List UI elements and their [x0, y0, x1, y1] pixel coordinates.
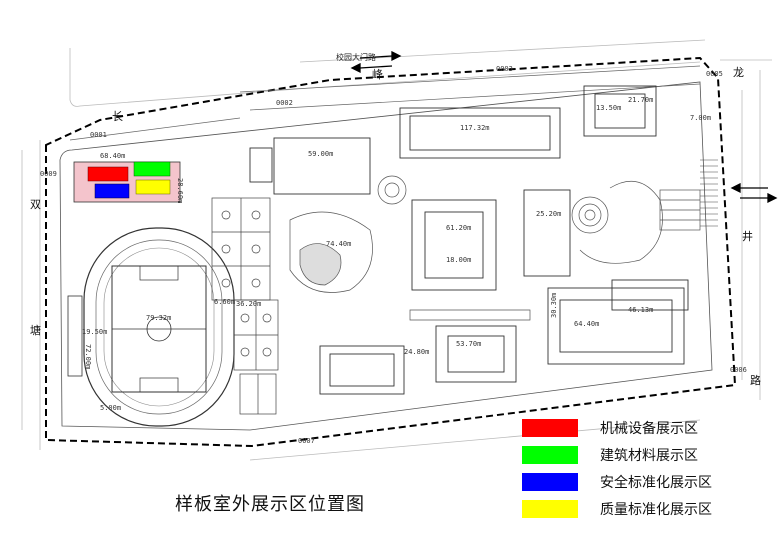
- legend-swatch-blue: [522, 472, 578, 491]
- code-0002: 0002: [276, 99, 293, 107]
- road-lines: [21, 39, 772, 461]
- dim-19-50: 19.50m: [82, 328, 107, 336]
- legend-label: 质量标准化展示区: [600, 501, 712, 518]
- road-char-chang: 长: [112, 110, 123, 123]
- code-0009: 0009: [40, 170, 57, 178]
- building-center: [411, 199, 497, 291]
- legend-label: 建筑材料展示区: [600, 447, 698, 464]
- dim-18-00: 18.00m: [446, 256, 471, 264]
- legend-item-machinery: 机械设备展示区: [522, 414, 772, 441]
- legend-item-materials: 建筑材料展示区: [522, 441, 772, 468]
- building-north-a: [273, 137, 371, 195]
- code-0007: 0007: [298, 437, 315, 445]
- grandstand: [67, 295, 83, 377]
- dim-79-32: 79.32m: [146, 314, 171, 322]
- legend-swatch-yellow: [522, 499, 578, 518]
- road-char-long: 龙: [733, 66, 744, 79]
- dim-21-70: 21.70m: [628, 96, 653, 104]
- dim-24-80: 24.80m: [404, 348, 429, 356]
- quality-standardization-zone: [135, 179, 171, 195]
- page-title: 样板室外展示区位置图: [175, 494, 365, 515]
- legend-label: 安全标准化展示区: [600, 474, 712, 491]
- road-char-tang: 塘: [30, 323, 41, 337]
- building-north-main: [399, 107, 561, 159]
- legend-item-safety: 安全标准化展示区: [522, 468, 772, 495]
- building-southeast: [547, 287, 685, 365]
- code-0006: 0006: [730, 366, 747, 374]
- legend-item-quality: 质量标准化展示区: [522, 495, 772, 522]
- dim-25-20: 25.20m: [536, 210, 561, 218]
- dim-72-00: 72.00m: [84, 344, 92, 369]
- road-char-feng: 峰: [372, 68, 383, 81]
- safety-standardization-zone: [94, 183, 130, 199]
- dim-68-40: 68.40m: [100, 152, 125, 160]
- dim-13-50: 13.50m: [596, 104, 621, 112]
- entrance-arrows: [350, 50, 778, 204]
- machinery-equipment-zone: [87, 166, 129, 182]
- building-materials-zone: [133, 161, 171, 177]
- dim-36-20: 36.20m: [236, 300, 261, 308]
- dim-59-00: 59.00m: [308, 150, 333, 158]
- legend-swatch-red: [522, 418, 578, 437]
- site-boundary: [45, 56, 737, 448]
- dim-61-20: 61.20m: [446, 224, 471, 232]
- legend-swatch-green: [522, 445, 578, 464]
- building-south-b: [435, 325, 517, 383]
- dim-46-13: 46.13m: [628, 306, 653, 314]
- road-char-shuang: 双: [30, 198, 41, 211]
- dim-7-00: 7.00m: [690, 114, 711, 122]
- building-south-a: [319, 345, 405, 395]
- campus-inner-boundary: [59, 81, 713, 431]
- road-char-jing: 井: [742, 229, 753, 243]
- buildings: [249, 85, 689, 395]
- road-char-lu: 路: [750, 374, 761, 387]
- dim-64-40: 64.40m: [574, 320, 599, 328]
- sports-courts: [211, 197, 279, 415]
- code-0001: 0001: [90, 131, 107, 139]
- roadway-lines: [69, 65, 701, 141]
- code-0003: 0003: [496, 65, 513, 73]
- running-track: [83, 227, 235, 427]
- dim-74-40: 74.40m: [326, 240, 351, 248]
- code-0005: 0005: [706, 70, 723, 78]
- legend: 机械设备展示区 建筑材料展示区 安全标准化展示区 质量标准化展示区: [522, 414, 772, 522]
- building-northeast: [583, 85, 657, 137]
- dim-117-32: 117.32m: [460, 124, 490, 132]
- legend-label: 机械设备展示区: [600, 420, 698, 437]
- east-steps: [700, 159, 718, 227]
- dim-6-60: 6.60m: [214, 298, 235, 306]
- dim-5-00: 5.00m: [100, 404, 121, 412]
- dim-53-70: 53.70m: [456, 340, 481, 348]
- dim-28-60: 28.60m: [176, 178, 184, 203]
- road-name-top: 校园大门路: [336, 52, 376, 62]
- garden-plaza: [289, 175, 701, 321]
- dim-30-30: 30.30m: [550, 293, 558, 318]
